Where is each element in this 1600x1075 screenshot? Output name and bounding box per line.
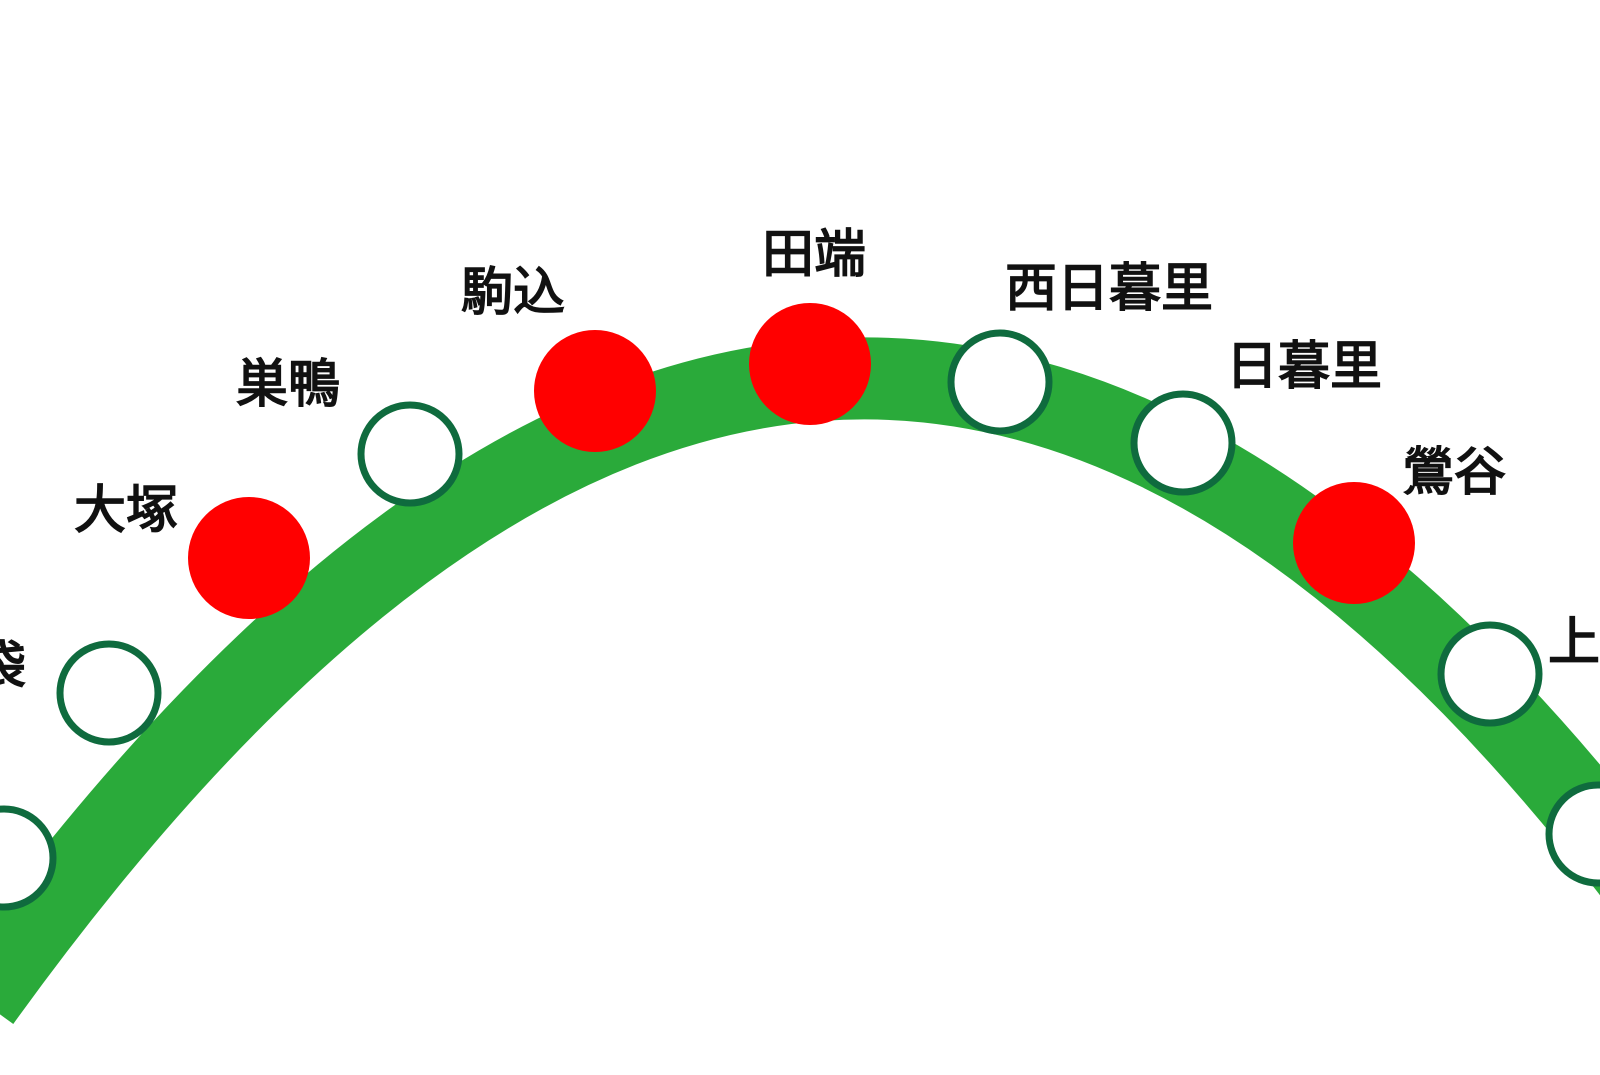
station-label-nishi-nippori: 西日暮里 bbox=[1005, 259, 1213, 319]
station-marker-uguisudani bbox=[1293, 482, 1415, 604]
station-marker-partial-right-lower bbox=[1545, 781, 1600, 887]
station-marker-ueno bbox=[1437, 621, 1543, 727]
station-marker-tabata bbox=[749, 303, 871, 425]
station-label-komagome: 駒込 bbox=[461, 263, 565, 323]
station-marker-sugamo bbox=[357, 401, 463, 507]
station-label-uguisudani: 鶯谷 bbox=[1402, 443, 1506, 503]
station-label-ikebukuro: 袋 bbox=[0, 637, 26, 697]
station-label-otsuka: 大塚 bbox=[74, 481, 178, 541]
station-marker-ikebukuro bbox=[56, 640, 162, 746]
station-label-tabata: 田端 bbox=[762, 225, 866, 285]
station-marker-nippori bbox=[1130, 390, 1236, 496]
station-marker-nishi-nippori bbox=[947, 329, 1053, 435]
station-label-sugamo: 巣鴨 bbox=[236, 355, 340, 415]
station-markers bbox=[0, 303, 1600, 911]
station-marker-partial-left-lower bbox=[0, 805, 57, 911]
station-marker-komagome bbox=[534, 330, 656, 452]
station-marker-otsuka bbox=[188, 497, 310, 619]
station-label-ueno: 上 bbox=[1548, 613, 1600, 673]
rail-line-track bbox=[0, 337, 1600, 1024]
station-label-nippori: 日暮里 bbox=[1226, 337, 1382, 397]
